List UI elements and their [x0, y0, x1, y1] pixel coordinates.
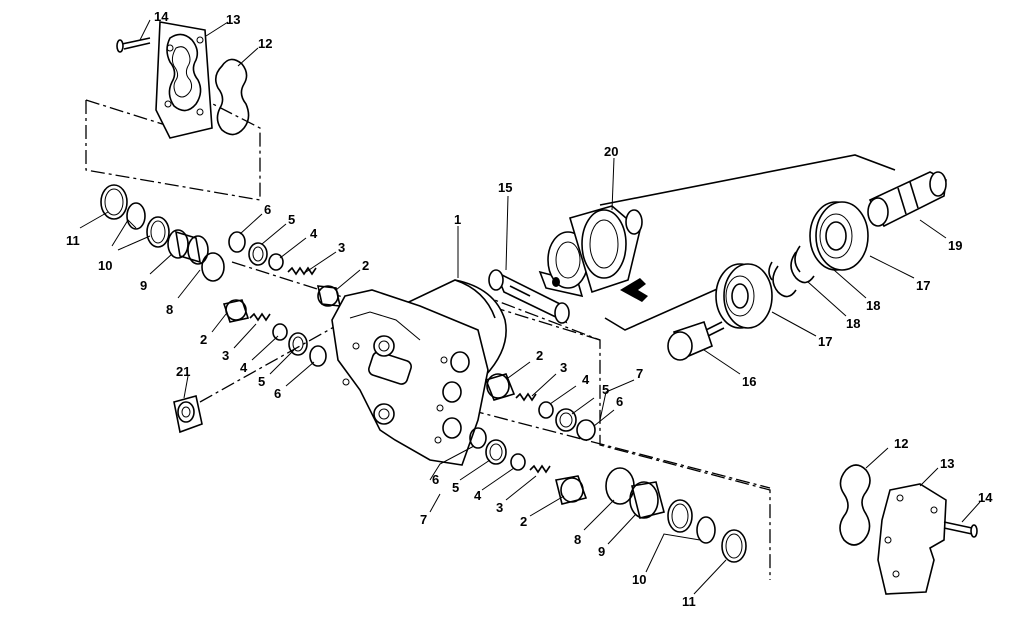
plug-16	[667, 320, 725, 361]
label-4-right-lower: 4	[474, 488, 482, 503]
label-11-left: 11	[66, 233, 80, 248]
label-2-left-lower: 2	[200, 332, 207, 347]
label-6-left-upper: 6	[264, 202, 271, 217]
label-7-right-middle: 7	[636, 366, 643, 381]
bearing-17-lower	[715, 263, 773, 329]
fitting-21	[173, 395, 203, 434]
label-11-right: 11	[682, 594, 696, 609]
screw-top-left	[116, 37, 151, 53]
label-12-bottom: 12	[894, 436, 908, 451]
label-4-left-upper: 4	[310, 226, 318, 241]
pump-housing	[331, 279, 507, 466]
shaft-axis-line	[599, 154, 896, 206]
label-3-left-lower: 3	[222, 348, 229, 363]
label-4-right-middle: 4	[582, 372, 590, 387]
label-7-right-lower: 7	[420, 512, 427, 527]
label-18-lower: 18	[846, 316, 860, 331]
shaft-axis-line-lower	[604, 269, 761, 331]
label-5-right-middle: 5	[602, 382, 609, 397]
label-10-left: 10	[98, 258, 112, 273]
label-5-left-upper: 5	[288, 212, 295, 227]
retaining-clip-18-lower	[768, 261, 797, 298]
label-5-left-lower: 5	[258, 374, 265, 389]
label-12-top: 12	[258, 36, 272, 51]
label-21: 21	[176, 364, 190, 379]
part-labels: 14 13 12 11 10 9 8 6 5 4 3 2 2 3 4 5 6 2…	[66, 9, 993, 609]
label-14-bottom: 14	[978, 490, 993, 505]
gear-assembly-20	[538, 205, 643, 298]
label-14-top: 14	[154, 9, 169, 24]
label-13-bottom: 13	[940, 456, 954, 471]
label-19: 19	[948, 238, 962, 253]
label-6-right-lower: 6	[432, 472, 439, 487]
right-middle-stack	[484, 373, 596, 441]
shaft-19	[867, 171, 947, 228]
label-20: 20	[604, 144, 618, 159]
label-17-lower: 17	[818, 334, 832, 349]
gasket-top-left	[214, 58, 250, 136]
label-17-upper: 17	[916, 278, 930, 293]
left-lower-stack	[222, 299, 327, 367]
bearing-17-upper	[809, 201, 869, 271]
label-2-right-middle: 2	[536, 348, 543, 363]
screw-bottom-right	[943, 521, 978, 538]
label-4-left-lower: 4	[240, 360, 248, 375]
leader-lines	[79, 19, 981, 595]
label-1: 1	[454, 212, 461, 227]
label-9-left: 9	[140, 278, 147, 293]
label-8-left: 8	[166, 302, 173, 317]
gasket-bottom-right	[839, 464, 871, 546]
label-9-right: 9	[598, 544, 605, 559]
cover-plate-top-left	[155, 21, 213, 139]
label-6-right-middle: 6	[616, 394, 623, 409]
cover-plate-bottom-right	[877, 483, 947, 595]
label-6-left-lower: 6	[274, 386, 281, 401]
retaining-clip-18-upper	[790, 245, 815, 284]
label-18-upper: 18	[866, 298, 880, 313]
label-10-right: 10	[632, 572, 646, 587]
label-16: 16	[742, 374, 756, 389]
label-2-right-lower: 2	[520, 514, 527, 529]
label-13-top: 13	[226, 12, 240, 27]
label-3-right-middle: 3	[560, 360, 567, 375]
direction-arrow	[620, 278, 648, 302]
right-lower-stack	[469, 427, 747, 563]
label-3-right-lower: 3	[496, 500, 503, 515]
label-2-left-upper: 2	[362, 258, 369, 273]
left-upper-stack	[100, 184, 342, 307]
pin-15	[488, 269, 570, 324]
label-8-right: 8	[574, 532, 581, 547]
label-3-left-upper: 3	[338, 240, 345, 255]
label-5-right-lower: 5	[452, 480, 459, 495]
label-15: 15	[498, 180, 512, 195]
